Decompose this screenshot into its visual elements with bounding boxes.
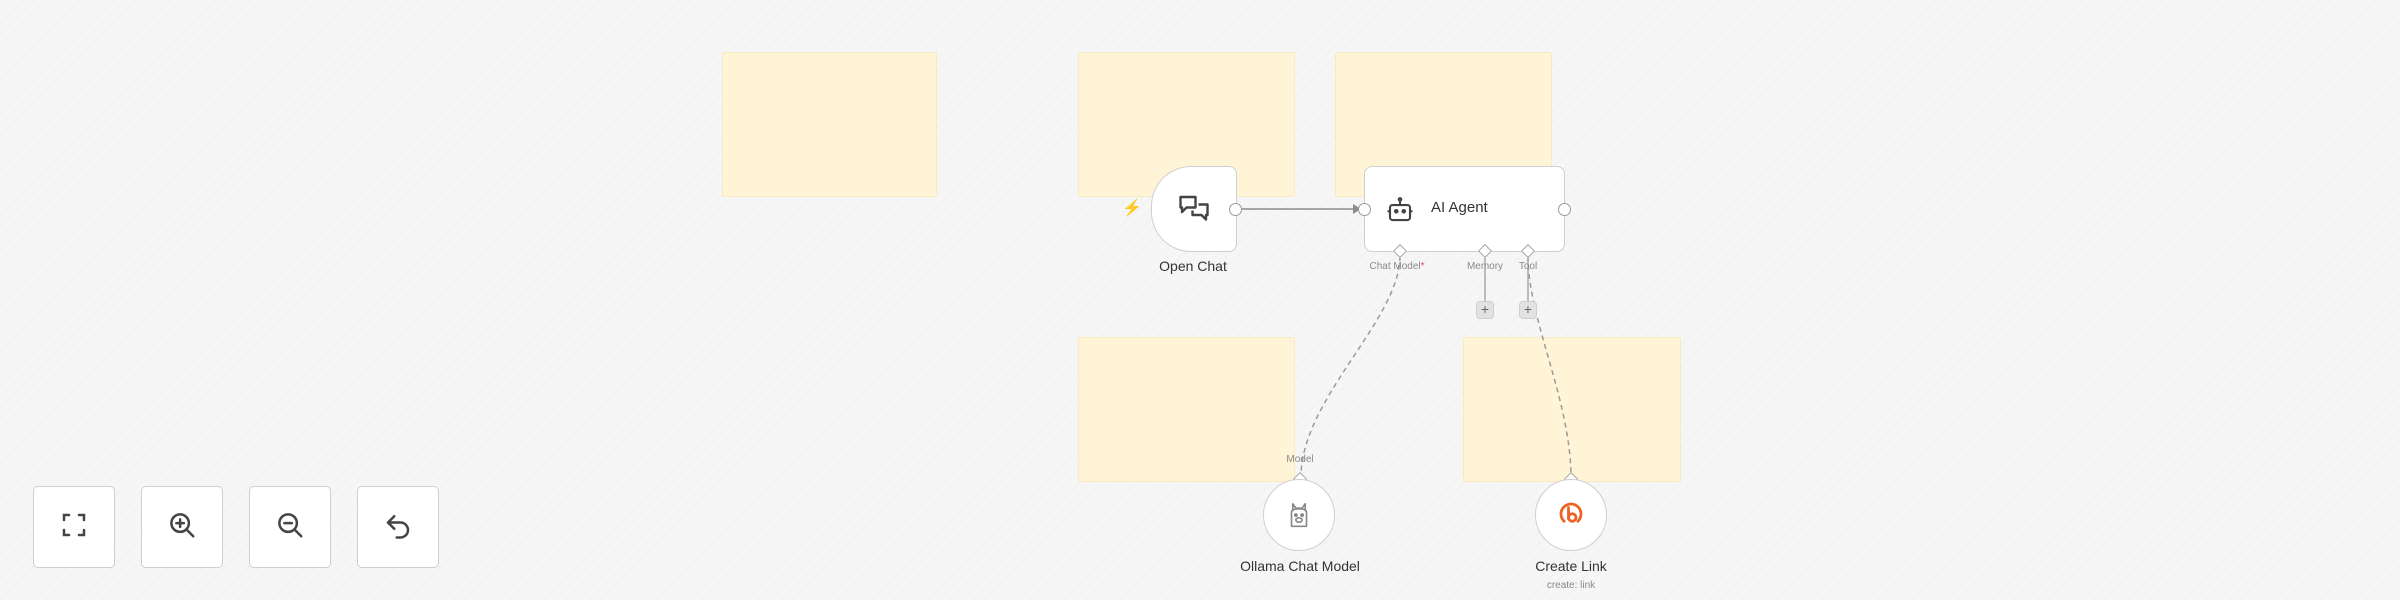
- ai-agent-node[interactable]: AI Agent: [1364, 166, 1565, 252]
- robot-icon: [1383, 193, 1417, 227]
- create-link-node[interactable]: [1535, 479, 1607, 551]
- zoom-out-button[interactable]: [249, 486, 331, 568]
- fullscreen-icon: [59, 510, 89, 545]
- ollama-chat-model-label: Ollama Chat Model: [1240, 558, 1360, 574]
- required-marker: *: [1420, 261, 1425, 272]
- model-port-label: Model: [1286, 454, 1314, 465]
- zoom-in-button[interactable]: [141, 486, 223, 568]
- create-link-label: Create Link: [1535, 558, 1607, 574]
- model-connection[interactable]: [1300, 255, 1401, 479]
- create-link-sublabel: create: link: [1546, 580, 1596, 591]
- ai-agent-output-port[interactable]: [1558, 203, 1571, 216]
- open-chat-output-port[interactable]: [1229, 203, 1242, 216]
- open-chat-label: Open Chat: [1159, 258, 1227, 274]
- sticky-note[interactable]: [1463, 337, 1681, 482]
- open-chat-node[interactable]: [1151, 166, 1237, 252]
- ollama-llama-icon: [1282, 498, 1316, 532]
- undo-button[interactable]: [357, 486, 439, 568]
- chat-bubbles-icon: [1173, 188, 1215, 230]
- trigger-bolt-icon: ⚡: [1122, 200, 1142, 217]
- fit-view-button[interactable]: [33, 486, 115, 568]
- add-memory-button[interactable]: +: [1476, 301, 1494, 319]
- memory-port-label: Memory: [1466, 261, 1504, 272]
- tool-port-label: Tool: [1518, 261, 1538, 272]
- add-tool-button[interactable]: +: [1519, 301, 1537, 319]
- undo-icon: [383, 510, 413, 545]
- bitly-icon: [1553, 497, 1589, 533]
- zoom-out-icon: [275, 510, 305, 545]
- sticky-note[interactable]: [722, 52, 937, 197]
- ai-agent-title: AI Agent: [1431, 199, 1488, 216]
- chat-model-port-label: Chat Model*: [1369, 261, 1425, 272]
- zoom-in-icon: [167, 510, 197, 545]
- sticky-note[interactable]: [1078, 337, 1295, 482]
- ai-agent-input-port[interactable]: [1358, 203, 1371, 216]
- ollama-chat-model-node[interactable]: [1263, 479, 1335, 551]
